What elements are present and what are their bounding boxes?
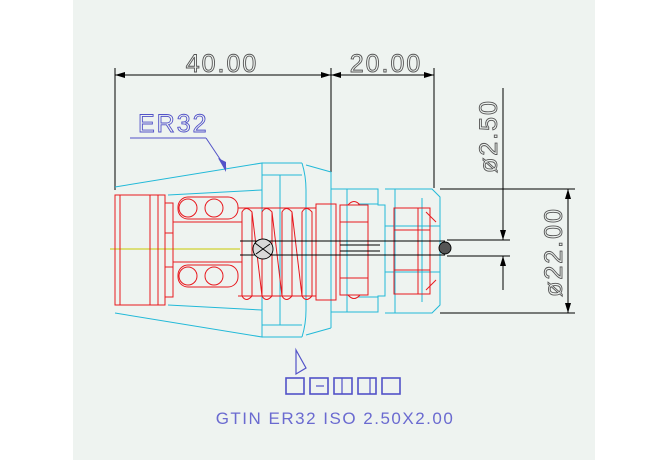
collet-label-leader <box>130 137 227 169</box>
dimension-lines <box>114 68 575 314</box>
internal-parts <box>114 194 437 306</box>
dimension-length-right: 20.00 <box>350 50 423 78</box>
dimension-length-left: 40.00 <box>186 50 259 78</box>
through-rod <box>240 238 452 260</box>
leader-arrowhead <box>218 158 226 172</box>
collet-label: ER32 <box>138 110 209 138</box>
dimension-arrows <box>115 72 571 313</box>
dimension-outer-diameter: ø22.00 <box>540 207 568 297</box>
collet-holder-outline <box>114 162 441 338</box>
dimension-bore-diameter: ø2.50 <box>475 99 503 173</box>
brand-logo <box>285 347 401 395</box>
tool-caption: GTIN ER32 ISO 2.50X2.00 <box>216 409 455 428</box>
